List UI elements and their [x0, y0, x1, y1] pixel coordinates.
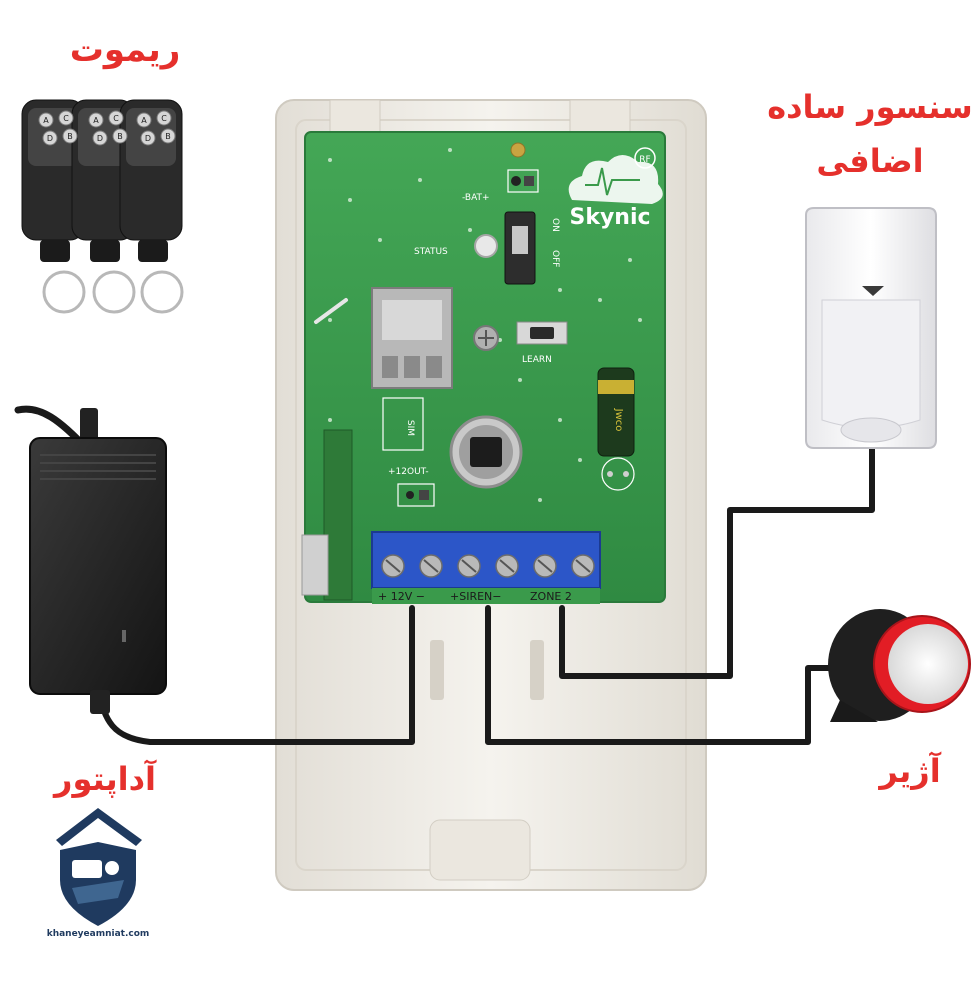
power-adapter	[14, 405, 167, 714]
label-siren: آژیر	[879, 752, 941, 790]
skynic-logo: RF Skynic	[568, 147, 663, 230]
label-sensor-line2: اضافی	[816, 142, 924, 180]
status-label: STATUS	[414, 247, 448, 257]
pin-siren-label: +SIREN−	[450, 590, 501, 603]
remote-button-label: D	[145, 134, 151, 143]
remote-button-label: B	[67, 132, 73, 141]
remote-button-label: D	[97, 134, 103, 143]
crystal	[301, 534, 329, 596]
sim-holder	[371, 287, 453, 389]
power-switch[interactable]	[504, 211, 536, 285]
remote-button	[42, 130, 58, 146]
pir-sensor	[449, 415, 523, 489]
siren	[828, 609, 971, 722]
learn-button[interactable]	[516, 321, 568, 345]
remote-button	[160, 128, 176, 144]
remote-controls: A C D B A C D B A C D B	[21, 99, 184, 314]
watermark-logo: khaneyeamniat.com	[47, 808, 150, 939]
brand-name: Skynic	[569, 205, 650, 230]
status-led	[474, 234, 498, 258]
pin-zone-label: ZONE 2	[530, 590, 572, 603]
remote-button-label: C	[63, 114, 69, 123]
bat-label: -BAT+	[462, 193, 490, 203]
label-sensor-line1: سنسور ساده	[767, 88, 973, 126]
remote-button	[38, 112, 54, 128]
label-adapter: آداپتور	[54, 760, 156, 798]
remote-button-label: D	[47, 134, 53, 143]
extra-motion-sensor	[805, 207, 937, 449]
remote-button	[136, 112, 152, 128]
remote-button	[156, 110, 172, 126]
remote-button	[58, 110, 74, 126]
on-label: ON	[550, 218, 560, 232]
watermark-site: khaneyeamniat.com	[47, 929, 150, 939]
label-remote: ریموت	[69, 30, 181, 70]
remote-button-label: B	[117, 132, 123, 141]
remote-button	[140, 130, 156, 146]
remote-button-label: A	[43, 116, 49, 125]
remote-button	[108, 110, 124, 126]
learn-label: LEARN	[522, 355, 552, 365]
capacitor: Jwco	[597, 367, 635, 457]
wire-siren	[485, 605, 838, 745]
remote-button	[92, 130, 108, 146]
remote-button	[62, 128, 78, 144]
sim-label: SIM	[405, 420, 415, 436]
pcb-board: RF Skynic -BAT+ ON OFF STATUS SIM	[301, 131, 666, 604]
wire-sensor	[559, 445, 875, 679]
rf-badge: RF	[639, 155, 650, 165]
remote-buttons: A C D B A C D B A C D B	[38, 110, 176, 146]
out12-label: +12OUT-	[388, 467, 429, 477]
remote-button	[112, 128, 128, 144]
remote-button-label: A	[141, 116, 147, 125]
remote-button-label: C	[113, 114, 119, 123]
remote-button-label: C	[161, 114, 167, 123]
remote-button	[88, 112, 104, 128]
off-label: OFF	[550, 250, 560, 267]
terminal-block	[371, 531, 601, 589]
capacitor-text: Jwco	[613, 408, 624, 432]
remote-button-label: B	[165, 132, 171, 141]
remote-button-label: A	[93, 116, 99, 125]
pin-12v-label: + 12V −	[378, 590, 425, 603]
